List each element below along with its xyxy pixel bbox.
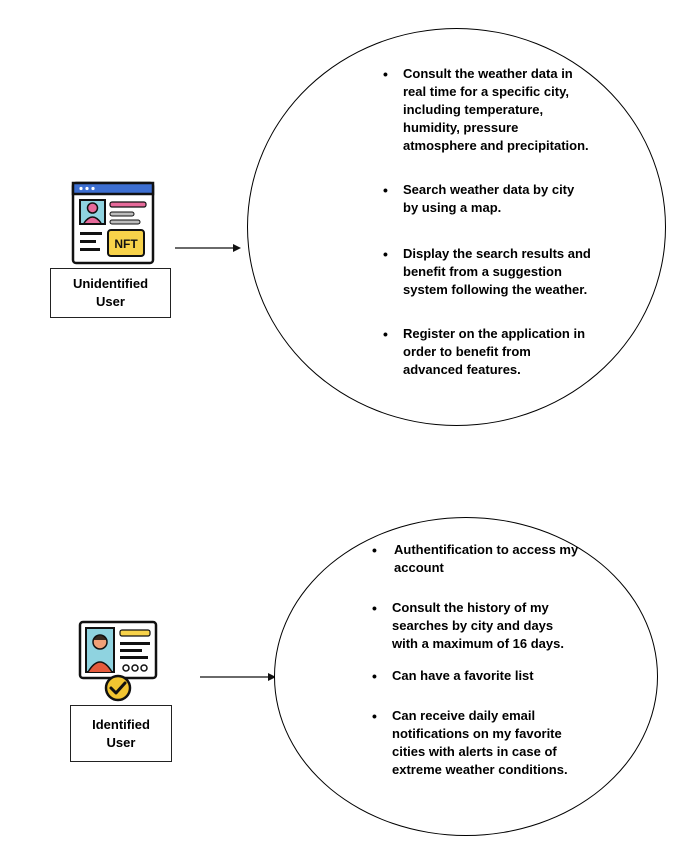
- id-card-check-icon: [78, 620, 158, 702]
- unidentified-user-line2: User: [96, 294, 125, 309]
- unidentified-user-label: Unidentified User: [50, 268, 171, 318]
- use-case-item: Can have a favorite list: [370, 667, 580, 685]
- nft-profile-window-icon: NFT: [71, 181, 155, 265]
- use-case-item: Consult the weather data in real time fo…: [381, 65, 591, 155]
- use-case-item: Consult the history of my searches by ci…: [370, 599, 580, 653]
- use-case-item: Can receive daily email notifications on…: [370, 707, 580, 779]
- identified-user-line1: Identified: [92, 716, 150, 732]
- nft-badge-text: NFT: [114, 237, 138, 251]
- use-case-list-identified: Authentification to access my account Co…: [370, 541, 580, 779]
- unidentified-user-line1: Unidentified: [72, 276, 149, 291]
- use-case-list-unidentified: Consult the weather data in real time fo…: [381, 65, 591, 379]
- use-case-item: Register on the application in order to …: [381, 325, 591, 379]
- arrow-unidentified: [175, 244, 241, 252]
- identified-user-label: Identified User: [70, 705, 172, 762]
- identified-user-line2: User: [106, 734, 136, 750]
- arrow-identified: [200, 673, 276, 681]
- use-case-item: Authentification to access my account: [370, 541, 580, 577]
- use-case-item: Display the search results and benefit f…: [381, 245, 591, 299]
- use-case-item: Search weather data by city by using a m…: [381, 181, 591, 217]
